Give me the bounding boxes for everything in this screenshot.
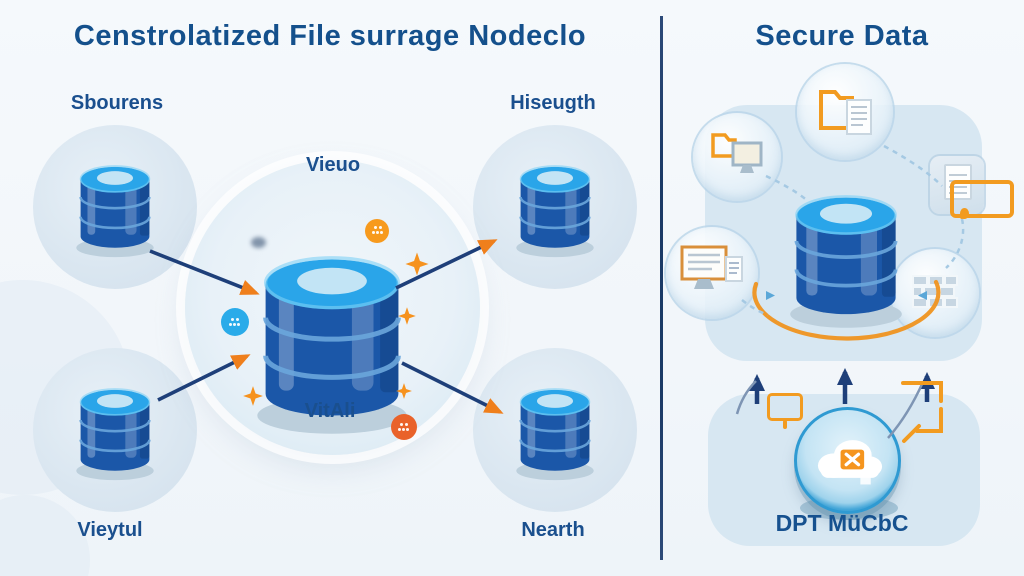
left-diagram-title: Censtrolatized File surrage Nodeclo <box>73 20 587 52</box>
orange-pin-icon <box>960 208 969 219</box>
cloud-error-icon <box>817 440 883 485</box>
database-icon-bottom-left <box>72 375 158 483</box>
firewall-brick-icon <box>912 275 958 308</box>
cloud-sync-button <box>794 407 901 514</box>
ink-smudge <box>251 237 266 248</box>
right-diagram-title: Secure Data <box>755 20 929 52</box>
database-icon-bottom-right <box>512 375 598 483</box>
monitor-folder-circle <box>693 113 781 201</box>
database-icon-top-right <box>512 152 598 260</box>
orange-frame-icon <box>950 180 1014 218</box>
folder-documents-icon <box>819 90 872 135</box>
blue-badge-icon <box>221 308 249 336</box>
label-center-bottom: VitAli <box>304 400 356 422</box>
database-icon-top-left <box>72 152 158 260</box>
label-center-top: Vieuo <box>305 154 361 176</box>
cloud-caption: DPT MüCbC <box>775 510 909 536</box>
orange-badge-icon <box>365 219 389 243</box>
label-bottom-left: Vieytul <box>77 519 143 541</box>
label-top-right: Hiseugth <box>510 92 596 114</box>
label-bottom-right: Nearth <box>521 519 585 541</box>
secure-database-icon <box>784 170 908 338</box>
monitor-folder-icon <box>711 133 763 173</box>
orange-tag-icon <box>767 393 803 421</box>
monitor-document-icon <box>680 245 743 289</box>
monitor-document-circle <box>666 227 758 319</box>
red-orange-badge-icon <box>391 414 417 440</box>
section-divider <box>660 16 663 560</box>
label-top-left: Sbourens <box>70 92 164 114</box>
documents-circle <box>797 64 893 160</box>
